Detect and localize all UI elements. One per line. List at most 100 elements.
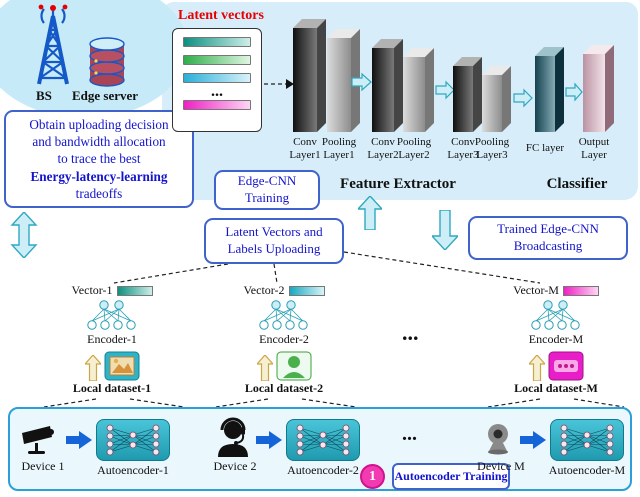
- cctv-camera-icon: [22, 426, 54, 454]
- autoencoder-label: Autoencoder-M: [548, 463, 626, 477]
- dataset-signal-icon: [548, 351, 583, 381]
- upload-arrow-icon: [256, 355, 273, 381]
- layer-label-line: Pooling: [321, 136, 357, 148]
- latent-vector-bar: [183, 100, 251, 110]
- decision-line-emphasis: Energy-latency-learning: [30, 168, 168, 184]
- autoencoder-box: [550, 419, 624, 461]
- autoencoder-label: Autoencoder-1: [97, 463, 169, 477]
- latent-vectors-title: Latent vectors: [178, 8, 264, 23]
- autoencoder-box: [286, 419, 360, 461]
- box-line: Edge-CNN: [237, 173, 297, 189]
- latent-ellipsis: ...: [211, 83, 223, 100]
- encoder-group: Vector-2 Encoder-2 Local dataset: [218, 283, 350, 396]
- latent-vectors-box: ...: [172, 28, 262, 132]
- edge-cnn-training-box: Edge-CNN Training: [214, 170, 320, 210]
- cnn-architecture: [293, 19, 614, 132]
- conv-layer1-box: [293, 19, 326, 132]
- encoder-group: Vector-M Encoder-M Local dataset: [490, 283, 622, 396]
- layer-label-line: FC layer: [525, 142, 565, 154]
- encoder-nn-diagram: [259, 300, 308, 330]
- dataset-image-icon: [104, 351, 139, 381]
- encoder-group: Vector-1 Encoder-1 Loca: [46, 283, 178, 396]
- output-layer-box: [583, 45, 614, 132]
- decision-line: to trace the best: [57, 151, 141, 167]
- autoencoder-nn-diagram: [106, 424, 160, 456]
- autoencoder-nn-diagram: [560, 424, 614, 456]
- box-line: Training: [244, 190, 290, 205]
- layer-label-line: Pooling: [474, 136, 510, 148]
- device-label: Device 2: [213, 459, 257, 473]
- headset-person-icon: [218, 417, 248, 457]
- latent-vector-bar: [288, 285, 325, 296]
- flow-arrow-icon: [513, 88, 533, 108]
- vector-label: Vector-2: [243, 283, 285, 297]
- dataset-label: Local dataset-M: [514, 381, 598, 395]
- cnn-layer-label: Conv Layer1: [280, 136, 330, 162]
- autoencoder-nn-diagram: [296, 424, 350, 456]
- encoder-nn-diagram: [87, 300, 136, 330]
- decision-box: Obtain uploading decision and bandwidth …: [4, 110, 194, 208]
- upload-arrow-icon: [84, 355, 101, 381]
- decision-line: and bandwidth allocation: [32, 134, 166, 150]
- layer-label-line: Conv: [293, 136, 317, 148]
- box-line: Trained Edge-CNN: [497, 221, 599, 237]
- upload-arrow-icon: [528, 355, 545, 381]
- encoder-label: Encoder-2: [259, 332, 309, 346]
- box-line: Broadcasting: [513, 238, 583, 253]
- latent-vector-bar: [183, 73, 251, 83]
- right-arrow-icon: [520, 431, 546, 449]
- pooling-layer3-box: [482, 66, 511, 132]
- device-panel: Device 1 Autoencoder-1: [8, 407, 632, 491]
- autoencoder-label: Autoencoder-2: [287, 463, 359, 477]
- latent-vector-bar: [562, 285, 599, 296]
- flow-arrow-icon: [565, 82, 583, 102]
- dataset-label: Local dataset-1: [72, 381, 152, 395]
- layer-label-line: Layer3: [476, 149, 508, 162]
- layer-label-line: Layer: [581, 149, 607, 162]
- layer-label-line: Conv: [371, 136, 395, 148]
- encoder-label: Encoder-M: [528, 332, 584, 346]
- layer-label-line: Conv: [451, 136, 475, 148]
- layer-label-line: Pooling: [396, 136, 432, 148]
- pooling-layer2-box: [403, 48, 434, 132]
- layer-label-line: Layer3: [447, 149, 479, 162]
- up-arrow-icon: [358, 196, 382, 230]
- latent-vector-bar: [116, 285, 153, 296]
- latent-upload-box: Latent Vectors and Labels Uploading: [204, 218, 344, 264]
- step-badge: 1: [360, 464, 385, 489]
- layer-label-line: Layer1: [289, 149, 321, 162]
- broadcast-box: Trained Edge-CNN Broadcasting: [468, 216, 628, 260]
- latent-vector-bar: [183, 37, 251, 47]
- latent-vector-bar: [183, 55, 251, 65]
- updown-arrow-icon: [10, 212, 38, 258]
- bs-label: BS: [36, 88, 52, 103]
- output-layer-label: Output Layer: [569, 136, 619, 162]
- layer-label-line: Layer2: [398, 149, 430, 162]
- decision-line: Obtain uploading decision: [29, 117, 169, 133]
- conv-layer3-box: [453, 57, 482, 132]
- groups-ellipsis: ...: [402, 320, 419, 345]
- classifier-label: Classifier: [546, 176, 608, 192]
- flow-arrow-icon: [435, 80, 455, 100]
- right-arrow-icon: [256, 431, 282, 449]
- cnn-layer-label: Pooling Layer1: [314, 136, 364, 162]
- edge-server-icon: [89, 37, 125, 87]
- edge-server-label: Edge server: [72, 88, 139, 103]
- box-line: Labels Uploading: [227, 241, 321, 256]
- down-arrow-icon: [432, 210, 458, 250]
- dataset-label: Local dataset-2: [244, 381, 324, 395]
- cnn-layer-label: Pooling Layer3: [467, 136, 517, 162]
- devices-ellipsis: ...: [402, 423, 417, 445]
- flow-arrow-icon: [351, 72, 372, 92]
- feature-extractor-label: Feature Extractor: [340, 176, 456, 192]
- layer-label-line: Layer2: [367, 149, 399, 162]
- base-station-icon: [37, 4, 69, 85]
- fc-layer-box: [535, 47, 564, 132]
- dataset-avatar-icon: [276, 351, 311, 381]
- device-label: Device M: [477, 459, 525, 473]
- conv-layer2-box: [372, 39, 403, 132]
- decision-line: tradeoffs: [75, 185, 123, 201]
- encoder-label: Encoder-1: [87, 332, 137, 346]
